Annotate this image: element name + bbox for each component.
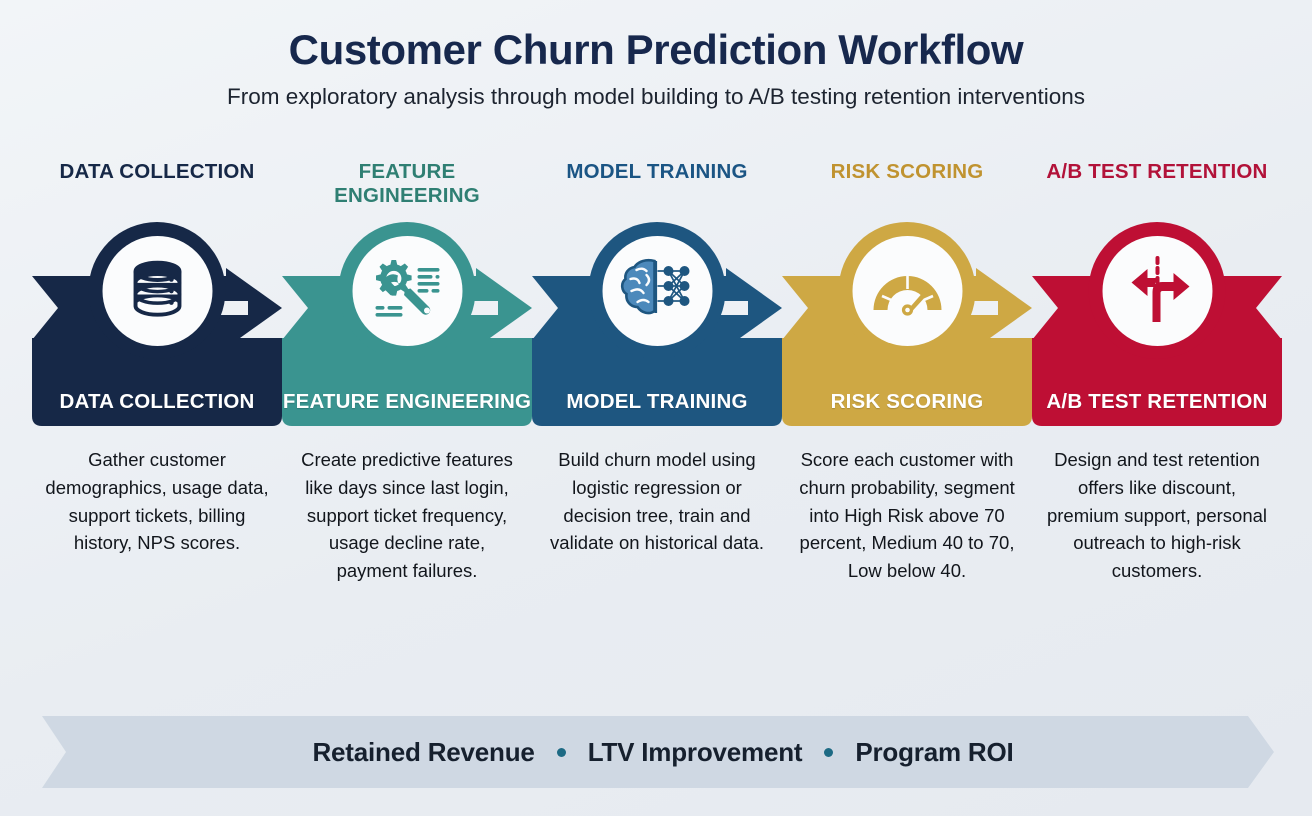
step-band: RISK SCORING <box>782 222 1032 432</box>
step-band-label: MODEL TRAINING <box>566 390 748 414</box>
step-cap-label: MODEL TRAINING <box>566 160 748 183</box>
outcomes-list: Retained Revenue LTV Improvement Program R… <box>42 716 1274 788</box>
outcome-item: Retained Revenue <box>312 736 535 767</box>
step-icon-circle <box>588 222 726 359</box>
workflow-step[interactable]: A/B TEST RETENTION A/B TEST RETENTION De… <box>1032 160 1282 680</box>
outcome-item: Program ROI <box>855 736 1014 767</box>
workflow-step[interactable]: RISK SCORING RISK SCORING Score eac <box>782 160 1032 680</box>
step-icon <box>1102 235 1212 346</box>
step-icon-circle <box>338 222 476 359</box>
header: Customer Churn Prediction Workflow From … <box>0 0 1312 110</box>
step-icon <box>102 235 212 346</box>
workflow-step[interactable]: FEATURE ENGINEERING <box>282 160 532 680</box>
step-icon <box>852 235 962 346</box>
step-band: MODEL TRAINING <box>532 222 782 432</box>
step-description: Create predictive features like days sin… <box>301 449 513 581</box>
step-cap-label: FEATURE ENGINEERING <box>334 160 480 207</box>
step-description: Gather customer demographics, usage data… <box>45 449 269 554</box>
step-band: DATA COLLECTION <box>32 222 282 432</box>
gauge-icon <box>873 275 941 316</box>
step-band-label: A/B TEST RETENTION <box>1046 390 1268 414</box>
split-arrows-icon <box>1131 255 1189 322</box>
step-cap-label: DATA COLLECTION <box>59 160 255 183</box>
outcomes-banner: Retained Revenue LTV Improvement Program R… <box>42 716 1274 788</box>
step-band-label: DATA COLLECTION <box>59 390 255 414</box>
step-cap-label: RISK SCORING <box>830 160 984 183</box>
brain-network-icon <box>620 258 689 314</box>
step-icon-circle <box>1088 222 1226 359</box>
workflow-steps: DATA COLLECTION <box>0 160 1312 680</box>
outcome-item: LTV Improvement <box>587 736 803 767</box>
workflow-step[interactable]: MODEL TRAINING <box>532 160 782 680</box>
step-icon-circle <box>88 222 226 359</box>
step-band: A/B TEST RETENTION <box>1032 222 1282 432</box>
step-band-label: FEATURE ENGINEERING <box>282 390 532 414</box>
step-icon <box>352 235 462 346</box>
step-description: Build churn model using logistic regress… <box>550 449 764 554</box>
step-cap-label: A/B TEST RETENTION <box>1046 160 1268 183</box>
workflow-step[interactable]: DATA COLLECTION <box>32 160 282 680</box>
step-description: Score each customer with churn probabili… <box>799 449 1015 581</box>
bullet-separator-icon <box>556 747 566 757</box>
gear-wrench-icon <box>375 259 439 317</box>
step-icon-circle <box>838 222 976 359</box>
page-title: Customer Churn Prediction Workflow <box>288 26 1024 73</box>
step-icon <box>602 235 712 346</box>
banner-shape <box>42 716 1274 788</box>
step-description: Design and test retention offers like di… <box>1046 449 1268 581</box>
page-subtitle: From exploratory analysis through model … <box>227 84 1085 110</box>
step-band-label: RISK SCORING <box>830 390 984 414</box>
step-band: FEATURE ENGINEERING <box>282 222 532 432</box>
database-icon <box>133 260 181 317</box>
bullet-separator-icon <box>824 747 834 757</box>
